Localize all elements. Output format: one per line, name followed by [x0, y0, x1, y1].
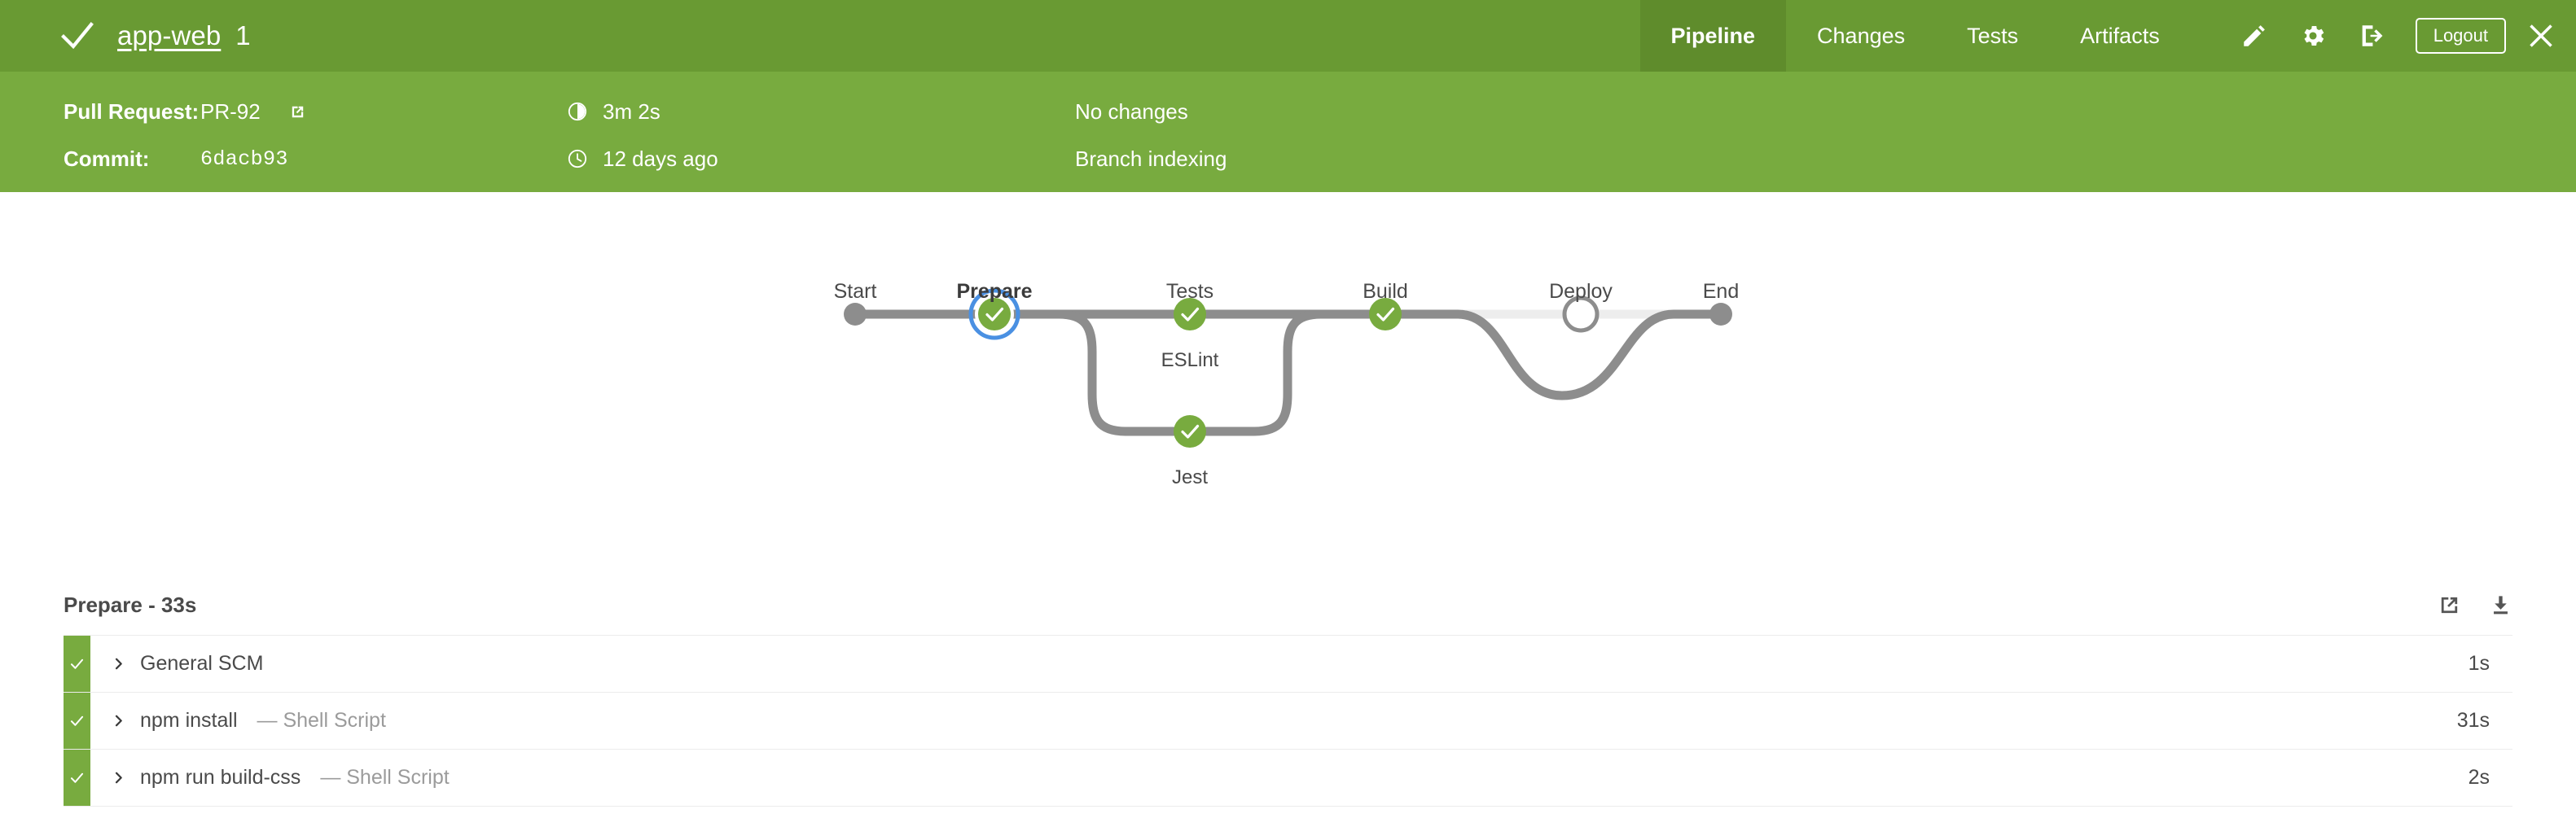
cause-text: Branch indexing: [1075, 146, 1227, 171]
login-exit-icon[interactable]: [2342, 0, 2401, 72]
page-title: app-web 1: [117, 20, 251, 51]
tab-bar: Pipeline Changes Tests Artifacts: [1639, 0, 2191, 72]
app-header: app-web 1 Pipeline Changes Tests Artifac…: [0, 0, 2576, 72]
commit-label: Commit:: [64, 146, 150, 171]
edit-pencil-icon[interactable]: [2225, 0, 2284, 72]
table-row[interactable]: npm install — Shell Script 31s: [64, 693, 2512, 750]
time-value: 12 days ago: [603, 146, 718, 171]
chevron-right-icon[interactable]: [112, 714, 125, 728]
step-name: npm run build-css: [140, 766, 301, 789]
step-status-success: [64, 750, 90, 806]
pipeline-label-prepare[interactable]: Prepare: [956, 280, 1033, 303]
step-main[interactable]: General SCM: [90, 636, 2468, 692]
pipeline-label-end: End: [1702, 280, 1740, 303]
pipeline-sublabel-jest[interactable]: Jest: [1171, 466, 1209, 488]
table-row[interactable]: npm run build-css — Shell Script 2s: [64, 750, 2512, 807]
meta-commit: Commit: 6dacb93: [64, 135, 307, 182]
pipeline-sublabel-eslint[interactable]: ESLint: [1161, 349, 1219, 371]
graph-nodes: [844, 288, 1732, 448]
meta-column-timing: 3m 2s 12 days ago: [564, 88, 718, 182]
clock-icon: [564, 148, 591, 169]
step-duration: 2s: [2468, 766, 2490, 789]
meta-column-source: Pull Request: PR-92 Commit: 6dacb93: [64, 88, 307, 182]
close-icon[interactable]: [2506, 0, 2576, 72]
chevron-right-icon[interactable]: [112, 771, 125, 785]
tab-tests[interactable]: Tests: [1967, 23, 2019, 48]
step-main[interactable]: npm run build-css — Shell Script: [90, 750, 2468, 806]
pipeline-node-deploy: [1562, 295, 1600, 333]
tab-pipeline[interactable]: Pipeline: [1639, 0, 1787, 72]
tab-changes[interactable]: Changes: [1817, 23, 1906, 48]
pipeline-label-deploy[interactable]: Deploy: [1549, 280, 1613, 303]
gear-icon[interactable]: [2284, 0, 2342, 72]
header-right: Pipeline Changes Tests Artifacts: [1639, 0, 2576, 72]
logout-button[interactable]: Logout: [2415, 18, 2506, 54]
duration-value: 3m 2s: [603, 98, 660, 124]
run-meta-bar: Pull Request: PR-92 Commit: 6dacb93 3m 2…: [0, 72, 2576, 192]
step-status-success: [64, 636, 90, 692]
step-name: General SCM: [140, 652, 264, 675]
changes-text: No changes: [1075, 98, 1188, 124]
run-number: 1: [235, 20, 251, 50]
pull-request-value: PR-92: [200, 98, 261, 124]
step-type: — Shell Script: [257, 709, 386, 732]
pipeline-node-prepare: [968, 288, 1020, 340]
header-identity: app-web 1: [0, 0, 251, 72]
meta-duration: 3m 2s: [564, 88, 718, 135]
step-main[interactable]: npm install — Shell Script: [90, 693, 2457, 749]
header-icon-group: Logout: [2191, 0, 2506, 72]
pull-request-label: Pull Request:: [64, 98, 200, 124]
step-status-success: [64, 693, 90, 749]
pipeline-graph: Start Prepare Tests Build Deploy End ESL…: [0, 192, 2576, 575]
step-duration: 31s: [2456, 709, 2490, 732]
meta-cause: Branch indexing: [1075, 135, 1227, 182]
open-in-new-window-icon[interactable]: [2438, 593, 2461, 617]
meta-pull-request: Pull Request: PR-92: [64, 88, 307, 135]
pipeline-node-build: [1369, 298, 1402, 330]
steps-header: Prepare - 33s: [64, 575, 2512, 635]
pipeline-node-start: [844, 303, 867, 326]
steps-section: Prepare - 33s: [0, 575, 2576, 807]
graph-edges: [855, 309, 1726, 436]
download-logs-icon[interactable]: [2489, 593, 2512, 617]
step-name: npm install: [140, 709, 238, 732]
steps-title: Prepare - 33s: [64, 592, 197, 617]
external-link-icon[interactable]: [288, 103, 307, 121]
pipeline-node-eslint: [1174, 298, 1206, 330]
job-name-link[interactable]: app-web: [117, 20, 222, 50]
result-status-check-icon: [59, 17, 96, 55]
steps-list: General SCM 1s npm install — Shell Scrip…: [64, 635, 2512, 807]
table-row[interactable]: General SCM 1s: [64, 636, 2512, 693]
pipeline-label-start: Start: [833, 280, 877, 303]
meta-changes: No changes: [1075, 88, 1227, 135]
duration-icon: [564, 101, 591, 122]
pipeline-label-tests[interactable]: Tests: [1165, 280, 1214, 303]
pipeline-node-jest: [1174, 415, 1206, 448]
meta-column-changes: No changes Branch indexing: [1075, 88, 1227, 182]
pipeline-node-end: [1709, 303, 1732, 326]
commit-value: 6dacb93: [200, 147, 288, 171]
tab-artifacts[interactable]: Artifacts: [2080, 23, 2160, 48]
steps-actions: [2438, 593, 2512, 617]
pipeline-label-build[interactable]: Build: [1363, 280, 1408, 303]
chevron-right-icon[interactable]: [112, 657, 125, 671]
step-type: — Shell Script: [320, 766, 450, 789]
step-duration: 1s: [2468, 652, 2490, 675]
meta-time: 12 days ago: [564, 135, 718, 182]
